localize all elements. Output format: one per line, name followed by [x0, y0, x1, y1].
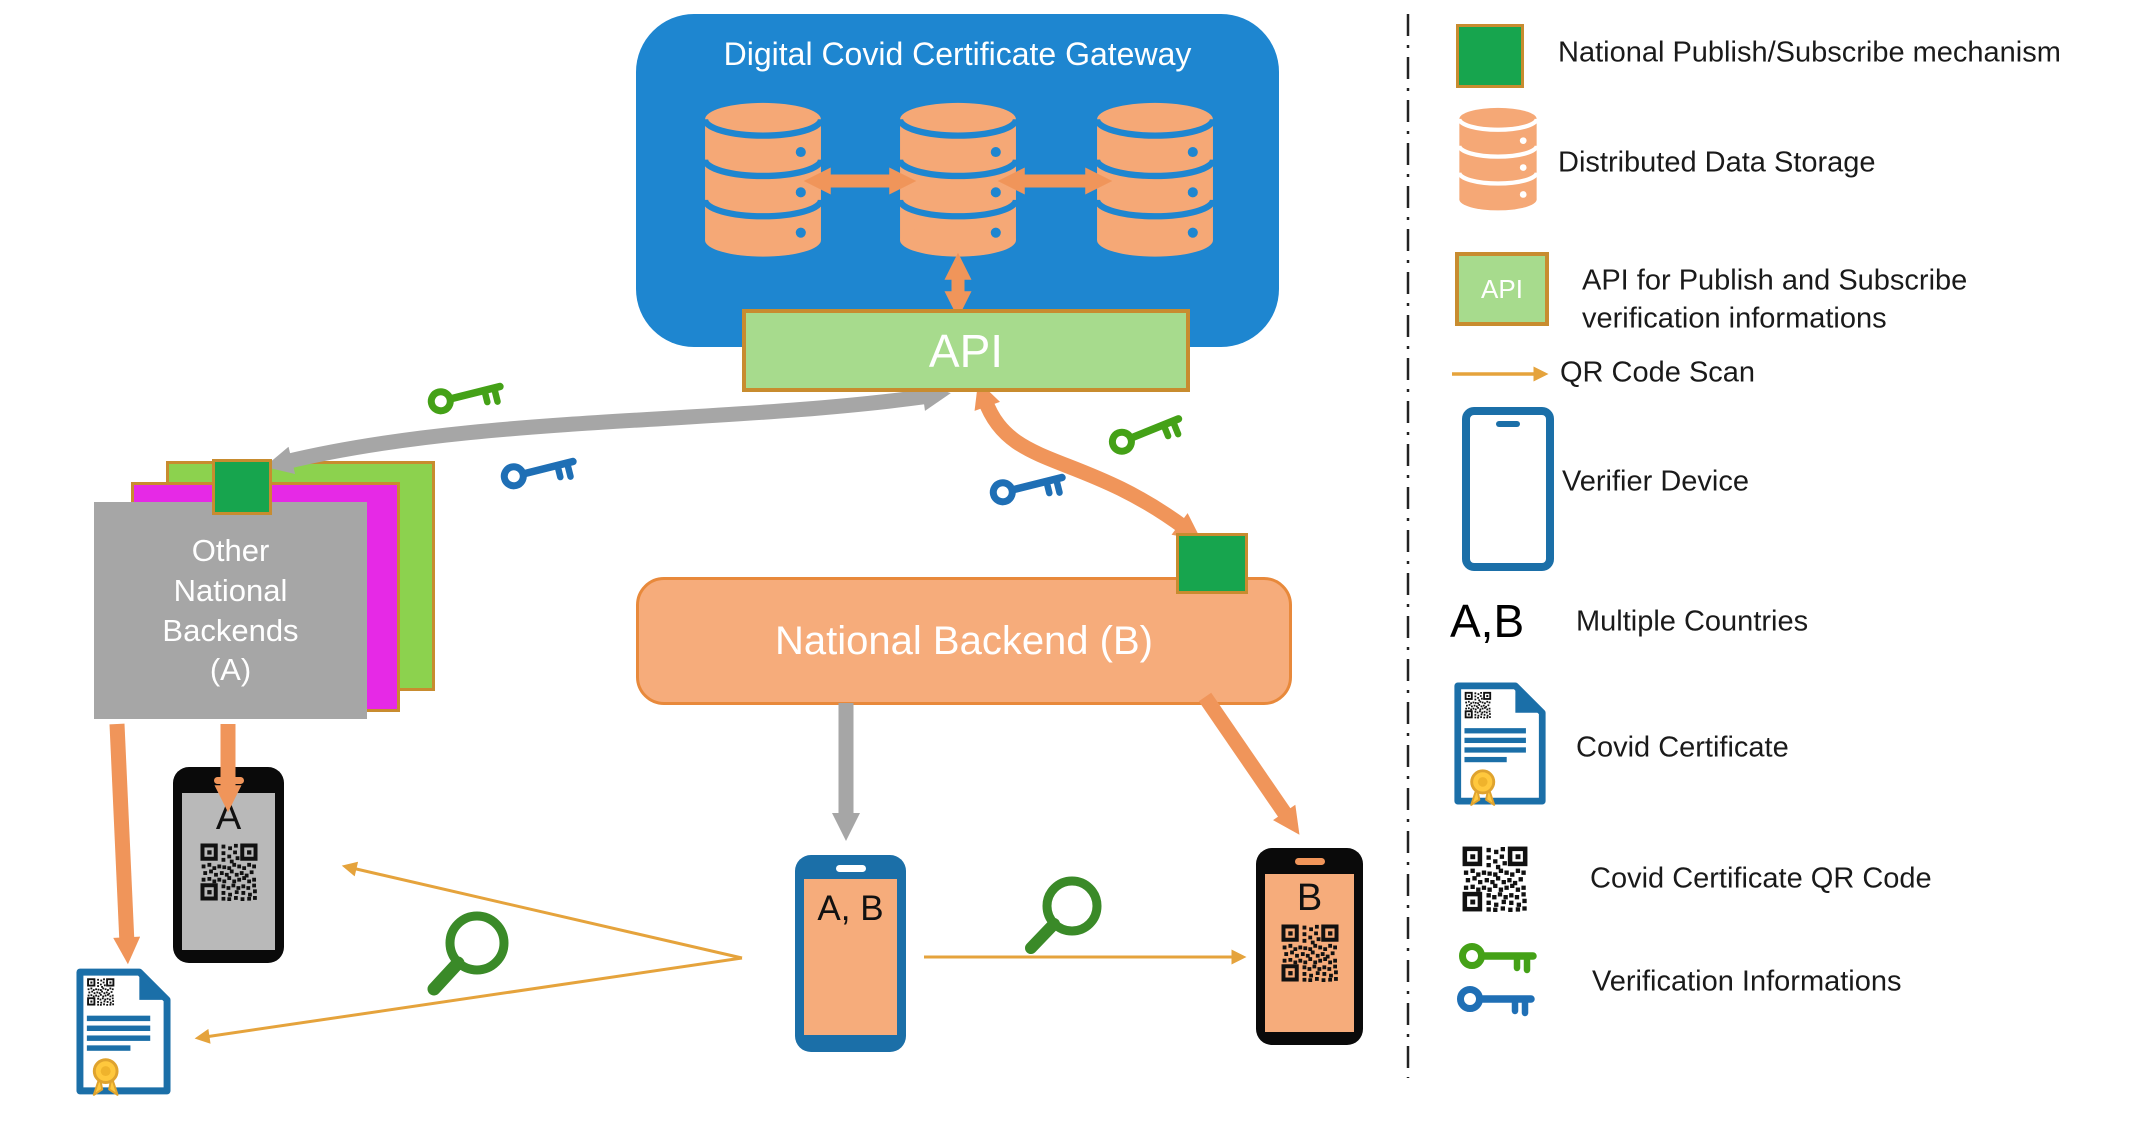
- phone-speaker: [1294, 858, 1325, 865]
- api-bar-label: API: [928, 324, 1004, 377]
- legend-api-text: API: [1481, 273, 1523, 304]
- legend-publish-square-icon: [1456, 24, 1524, 88]
- scan-arrow-certificate: [194, 956, 743, 1044]
- arrow-backend-a-certificate: [109, 723, 141, 965]
- database-icon: [1092, 100, 1218, 262]
- verifier-phone-screen: A, B: [804, 879, 897, 1035]
- qr-code-icon: [1280, 923, 1339, 982]
- legend-label: Verifier Device: [1562, 465, 1749, 498]
- publish-subscribe-square-b: [1176, 533, 1248, 594]
- api-bar: API: [742, 309, 1190, 392]
- blue-key-icon: [502, 452, 576, 492]
- phone-b-label: B: [1296, 877, 1323, 919]
- blue-key-icon: [991, 468, 1065, 508]
- arrow-api-backend-b: [974, 380, 1202, 541]
- legend-certificate-icon: [1452, 680, 1548, 807]
- phone-speaker: [1496, 421, 1520, 427]
- legend-label: Multiple Countries: [1576, 605, 1809, 638]
- verifier-phone: A, B: [795, 855, 906, 1052]
- legend-qr-code-icon: [1462, 846, 1528, 912]
- publish-subscribe-square-a: [212, 459, 272, 515]
- legend-verifier-phone-icon: [1462, 407, 1554, 571]
- phone-a-screen: A: [182, 793, 275, 950]
- magnifier-icon: [1025, 876, 1102, 954]
- legend-database-icon: [1456, 106, 1540, 214]
- arrow-backend-b-phone-b: [1198, 692, 1300, 835]
- legend-label: QR Code Scan: [1560, 356, 1756, 389]
- national-backend-b-label: National Backend (B): [775, 618, 1153, 663]
- legend-label: Distributed Data Storage: [1558, 146, 1876, 179]
- phone-b-screen: B: [1265, 874, 1354, 1032]
- phone-speaker: [835, 865, 866, 872]
- green-key-icon: [429, 377, 503, 417]
- legend-label: National Publish/Subscribe mechanism: [1558, 36, 2061, 69]
- scan-arrow-phone-a: [341, 861, 743, 960]
- legend-blue-key-icon: [1461, 990, 1532, 1014]
- national-backend-b-box: National Backend (B): [636, 577, 1292, 705]
- green-key-icon: [1110, 410, 1184, 458]
- legend-label: Covid Certificate: [1576, 731, 1789, 764]
- legend-label: API for Publish and Subscribe verificati…: [1582, 264, 1968, 334]
- other-national-backends-box: Other National Backends (A): [94, 502, 367, 719]
- arrow-api-backends-a: [264, 383, 951, 474]
- citizen-phone-a: A: [173, 767, 284, 963]
- database-icon: [895, 100, 1021, 262]
- legend-label: Verification Informations: [1592, 965, 1902, 998]
- legend-ab-symbol: A,B: [1450, 595, 1525, 647]
- covid-certificate-icon: [74, 966, 173, 1097]
- other-national-backends-label: Other National Backends (A): [162, 533, 299, 688]
- gateway-title: Digital Covid Certificate Gateway: [723, 36, 1192, 72]
- qr-code-icon: [199, 842, 258, 901]
- verifier-phone-label: A, B: [817, 889, 884, 928]
- citizen-phone-b: B: [1256, 848, 1363, 1045]
- phone-a-label: A: [215, 796, 242, 838]
- legend-label: Covid Certificate QR Code: [1590, 862, 1932, 895]
- legend-api-icon: API: [1455, 252, 1549, 326]
- phone-speaker: [213, 777, 244, 784]
- magnifier-icon: [427, 911, 509, 996]
- legend-green-key-icon: [1463, 947, 1534, 971]
- database-icon: [700, 100, 826, 262]
